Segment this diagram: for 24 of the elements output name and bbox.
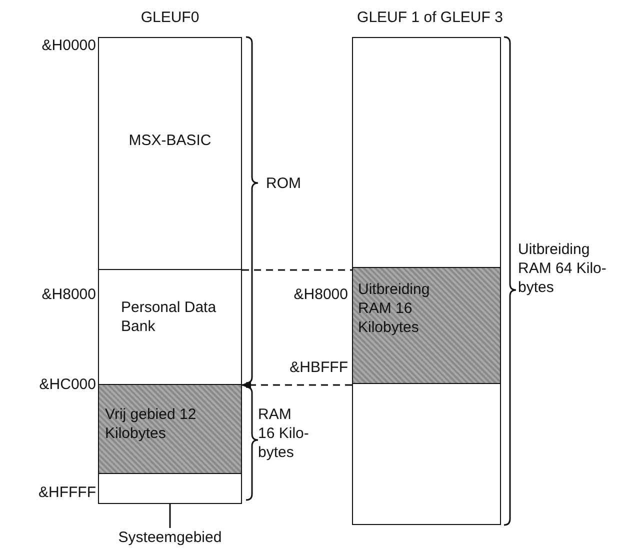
memory-block	[98, 473, 242, 504]
address-label: &HFFFF	[38, 483, 96, 502]
block-text: MSX-BASIC	[128, 130, 212, 150]
leader-line	[169, 504, 171, 528]
address-label: &HBFFF	[288, 358, 348, 377]
block-text: Personal Data Bank	[121, 298, 218, 336]
memory-block	[98, 37, 242, 270]
region-label: Systeemgebied	[100, 528, 240, 550]
address-label: &H0000	[40, 36, 96, 55]
dashed-connector	[241, 381, 352, 389]
dashed-connector	[242, 269, 352, 271]
text-label: RAM 16 Kilo- bytes	[258, 405, 310, 462]
text-label: GLEUF 1 of GLEUF 3	[356, 8, 504, 27]
memory-block	[352, 383, 501, 525]
text-label: GLEUF0	[140, 8, 200, 27]
address-label: &H8000	[40, 285, 96, 304]
address-label: &H8000	[292, 285, 348, 304]
text-label: Uitbreiding RAM 64 Kilo- bytes	[518, 240, 608, 297]
memory-block	[352, 267, 501, 384]
memory-block	[98, 384, 242, 474]
block-text: Uitbreiding RAM 16 Kilobytes	[358, 280, 431, 337]
block-text: Vrij gebied 12 Kilobytes	[105, 405, 198, 443]
text-label: ROM	[266, 174, 302, 193]
address-label: &HC000	[38, 375, 96, 394]
